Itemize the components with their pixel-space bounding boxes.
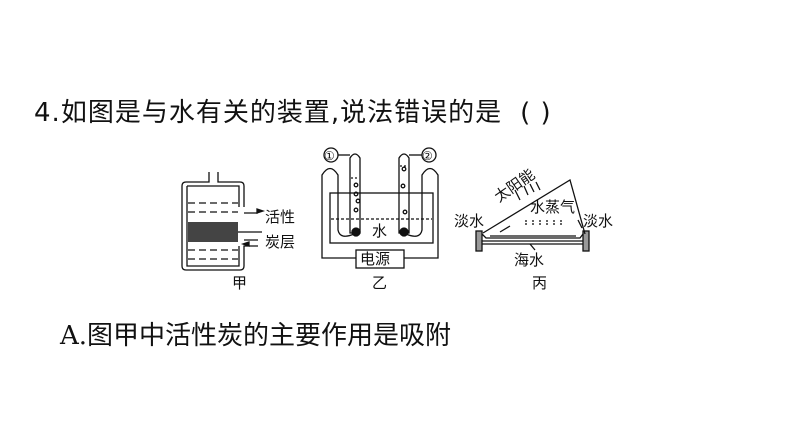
label-tube-1: ①	[324, 149, 335, 163]
answer-blank: ( )	[520, 98, 552, 128]
label-power-source: 电源	[360, 250, 390, 268]
caption-yi: 乙	[372, 274, 387, 292]
label-fresh-water-right: 淡水	[583, 212, 613, 230]
figure-yi-electrolysis: 电源 水 ① ② 乙	[321, 147, 439, 292]
question-stem: 4.如图是与水有关的装置,说法错误的是 ( )	[34, 92, 552, 129]
question-number: 4.	[34, 98, 61, 128]
label-tube-2: ②	[422, 149, 433, 163]
label-seawater: 海水	[514, 251, 544, 269]
label-water: 水	[372, 222, 387, 240]
label-fresh-water-left: 淡水	[454, 212, 484, 230]
label-carbon-layer: 炭层	[265, 233, 295, 251]
caption-bing: 丙	[532, 274, 547, 292]
label-water-vapor: 水蒸气	[530, 198, 575, 216]
figure-jia-filter: 活性 炭层 甲	[181, 172, 295, 292]
question-text: 如图是与水有关的装置,说法错误的是	[60, 98, 503, 128]
option-a: A.图甲中活性炭的主要作用是吸附	[60, 321, 452, 351]
caption-jia: 甲	[232, 274, 247, 292]
figure-bing-desalination: 太阳能 水蒸气 淡水 淡水 海水 丙	[454, 165, 613, 292]
label-activated: 活性	[265, 208, 295, 226]
